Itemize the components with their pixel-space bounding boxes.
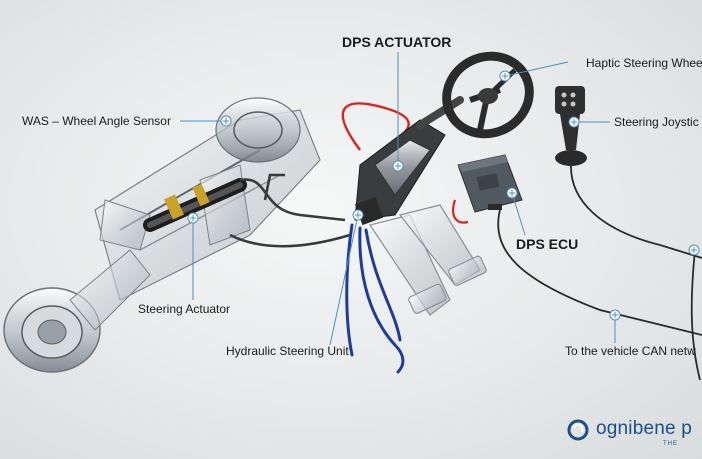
cables — [497, 164, 702, 381]
pedals — [369, 204, 487, 316]
red-hose-ecu — [451, 199, 469, 224]
label-can-network: To the vehicle CAN netw — [565, 344, 696, 358]
blue-hoses — [345, 223, 405, 374]
callout-lines — [180, 52, 616, 346]
steering-actuator-cylinder — [143, 178, 247, 232]
marker-can-1 — [609, 309, 621, 321]
marker-haptic-wheel — [499, 70, 511, 82]
brand-logo: ognibene p THE — [568, 416, 702, 456]
label-dps-actuator: DPS ACTUATOR — [342, 34, 452, 50]
joystick — [555, 86, 587, 166]
marker-hydraulic — [352, 209, 364, 221]
label-steering-actuator: Steering Actuator — [138, 302, 231, 316]
logo-tagline: THE — [663, 441, 678, 447]
steering-wheel — [442, 51, 534, 139]
marker-dps-actuator — [392, 160, 404, 172]
marker-ecu — [506, 187, 518, 199]
axle-hub — [3, 287, 101, 373]
marker-can-2 — [688, 244, 700, 256]
marker-was — [220, 115, 232, 127]
label-hydraulic-steering-unit: Hydraulic Steering Unit — [226, 344, 349, 358]
logo-mark — [567, 419, 589, 441]
axle — [3, 97, 321, 373]
label-dps-ecu: DPS ECU — [516, 236, 579, 252]
label-haptic-steering-wheel: Haptic Steering Whee — [586, 56, 702, 70]
callout-markers — [187, 70, 700, 321]
marker-joystick — [568, 116, 580, 128]
marker-steering-actuator — [187, 212, 199, 224]
label-steering-joystick: Steering Joystic — [614, 115, 699, 129]
label-was: WAS – Wheel Angle Sensor — [22, 114, 171, 128]
hydraulic-lines — [229, 173, 351, 248]
logo-text: ognibene p — [596, 418, 693, 439]
dps-ecu-box — [457, 154, 523, 213]
